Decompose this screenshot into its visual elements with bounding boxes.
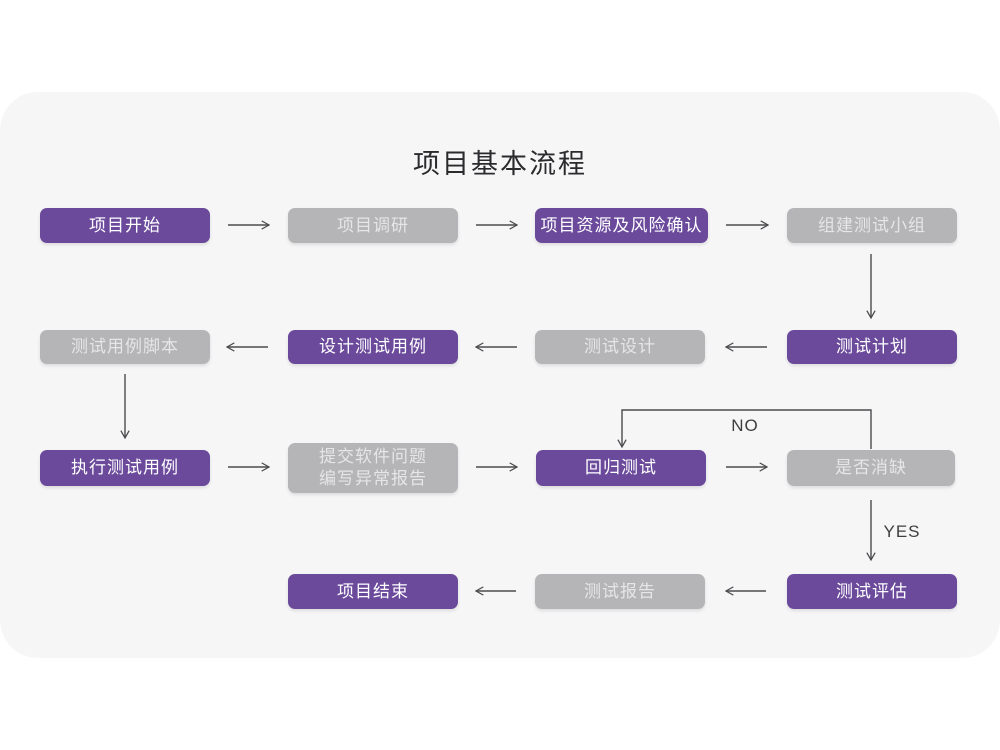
node-label: 设计测试用例 (319, 337, 427, 356)
node-test-evaluation: 测试评估 (787, 574, 957, 609)
node-label: 项目开始 (89, 215, 161, 235)
node-label: 编写异常报告 (319, 469, 427, 488)
node-defect-resolved-question: 是否消缺 (787, 450, 955, 486)
node-submit-issue-write-report: 提交软件问题编写异常报告 (288, 443, 458, 493)
node-project-resources-risk: 项目资源及风险确认 (535, 208, 708, 243)
node-build-test-team: 组建测试小组 (787, 208, 957, 243)
node-label: 是否消缺 (835, 458, 907, 477)
node-test-report: 测试报告 (535, 574, 705, 609)
node-label: 项目调研 (337, 215, 409, 235)
node-project-research: 项目调研 (288, 208, 458, 243)
node-label: 项目结束 (337, 581, 409, 601)
node-project-end: 项目结束 (288, 574, 458, 609)
node-regression-test: 回归测试 (536, 450, 706, 486)
node-test-case-script: 测试用例脚本 (40, 330, 210, 364)
node-test-plan: 测试计划 (787, 330, 957, 364)
node-label: 测试评估 (836, 581, 908, 601)
node-design-test-case: 设计测试用例 (288, 330, 458, 364)
edge-label-yes: YES (883, 522, 921, 541)
node-project-start: 项目开始 (40, 208, 210, 243)
node-execute-test-case: 执行测试用例 (40, 450, 210, 486)
node-label: 测试报告 (584, 581, 656, 601)
diagram-title: 项目基本流程 (413, 149, 587, 179)
diagram-card-background (0, 92, 1000, 658)
node-test-design: 测试设计 (535, 330, 705, 364)
edge-label-no: NO (731, 416, 759, 435)
node-label: 提交软件问题 (319, 447, 427, 466)
node-label: 组建测试小组 (818, 215, 926, 235)
node-label: 测试设计 (584, 337, 656, 356)
node-label: 回归测试 (585, 458, 657, 477)
node-label: 项目资源及风险确认 (540, 215, 703, 235)
node-label: 测试计划 (836, 337, 908, 356)
node-label: 测试用例脚本 (71, 337, 179, 356)
node-label: 执行测试用例 (71, 458, 179, 477)
